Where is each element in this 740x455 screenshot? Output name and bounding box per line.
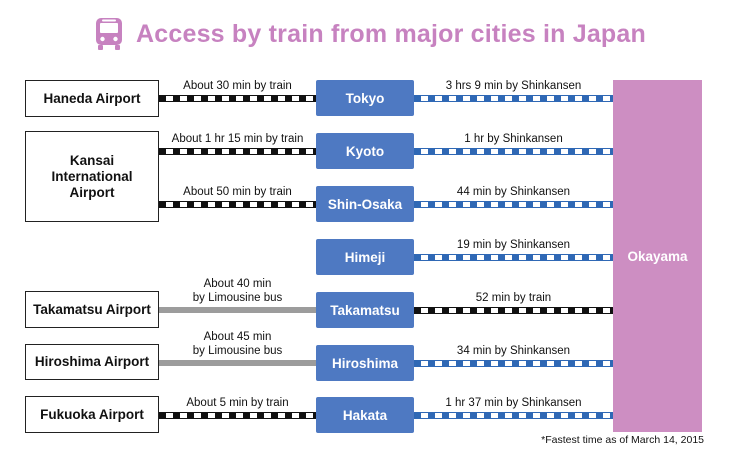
main-label-shin-osaka: 44 min by Shinkansen (456, 186, 571, 198)
feeder-label-hakata: About 5 min by train (186, 397, 289, 409)
feeder-label-shin-osaka: About 50 min by train (183, 186, 292, 198)
main-label-hakata: 1 hr 37 min by Shinkansen (445, 397, 582, 409)
main-line-shin-osaka (414, 201, 613, 208)
main-label-himeji: 19 min by Shinkansen (456, 239, 571, 251)
feeder-label-hiroshima: About 45 min (203, 331, 272, 343)
station-kyoto: Kyoto (316, 133, 414, 169)
title-text: Access by train from major cities in Jap… (136, 19, 646, 48)
main-label-takamatsu: 52 min by train (475, 292, 552, 304)
station-takamatsu: Takamatsu (316, 292, 414, 328)
feeder-label-kyoto: About 1 hr 15 min by train (171, 133, 304, 145)
footnote: *Fastest time as of March 14, 2015 (541, 434, 704, 446)
airport-kansai: Kansai International Airport (25, 131, 159, 222)
feeder-label-takamatsu: About 40 min (203, 278, 272, 290)
main-line-takamatsu (414, 307, 613, 314)
main-label-kyoto: 1 hr by Shinkansen (464, 133, 563, 145)
station-shin-osaka: Shin-Osaka (316, 186, 414, 222)
feeder-line-hakata (159, 412, 316, 419)
main-line-hiroshima (414, 360, 613, 367)
station-himeji: Himeji (316, 239, 414, 275)
feeder-line-tokyo (159, 95, 316, 102)
airport-fukuoka: Fukuoka Airport (25, 396, 159, 433)
main-line-tokyo (414, 95, 613, 102)
feeder-line-takamatsu (159, 307, 316, 313)
station-tokyo: Tokyo (316, 80, 414, 116)
main-label-tokyo: 3 hrs 9 min by Shinkansen (445, 80, 582, 92)
feeder-label-hiroshima-line2: by Limousine bus (192, 345, 283, 357)
main-line-himeji (414, 254, 613, 261)
main-line-kyoto (414, 148, 613, 155)
main-line-hakata (414, 412, 613, 419)
station-hiroshima: Hiroshima (316, 345, 414, 381)
feeder-line-kyoto (159, 148, 316, 155)
airport-hiroshima: Hiroshima Airport (25, 344, 159, 380)
airport-takamatsu: Takamatsu Airport (25, 291, 159, 328)
main-label-hiroshima: 34 min by Shinkansen (456, 345, 571, 357)
feeder-line-hiroshima (159, 360, 316, 366)
airport-haneda: Haneda Airport (25, 80, 159, 117)
destination-okayama: Okayama (613, 80, 702, 432)
bus-icon (96, 18, 122, 50)
feeder-label-tokyo: About 30 min by train (183, 80, 292, 92)
page-title: Access by train from major cities in Jap… (0, 14, 740, 54)
feeder-line-shin-osaka (159, 201, 316, 208)
station-hakata: Hakata (316, 397, 414, 433)
feeder-label-takamatsu-line2: by Limousine bus (192, 292, 283, 304)
